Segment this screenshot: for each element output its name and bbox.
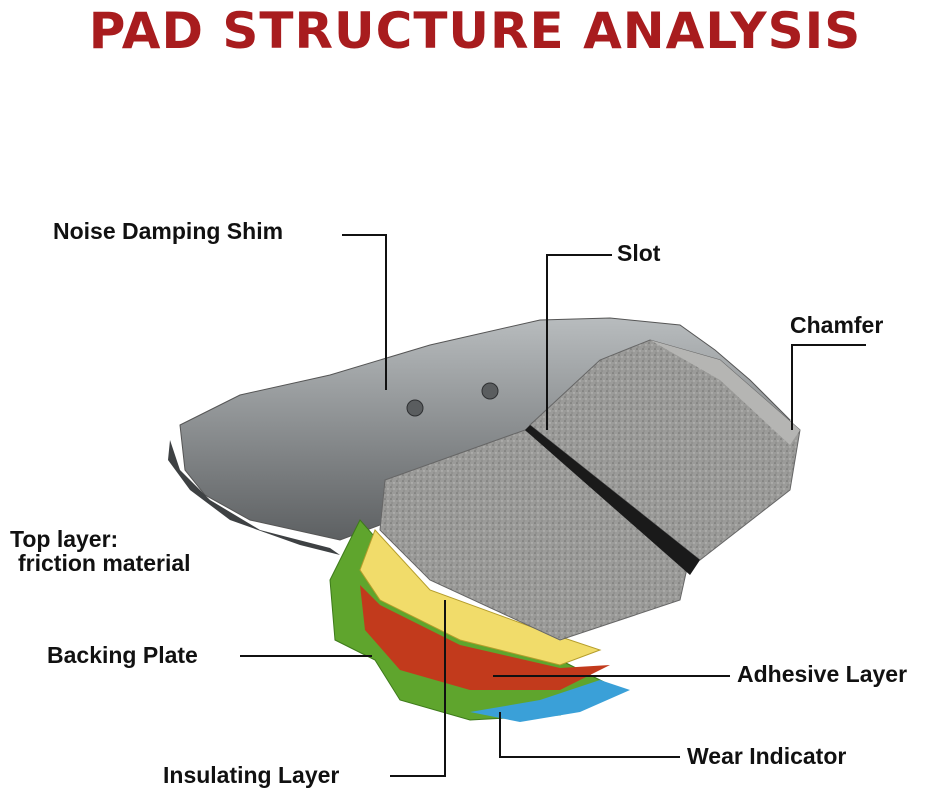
page-title: PAD STRUCTURE ANALYSIS xyxy=(88,2,862,60)
label-adhesive-layer: Adhesive Layer xyxy=(737,661,908,687)
label-backing-plate: Backing Plate xyxy=(47,642,198,668)
label-wear-indicator: Wear Indicator xyxy=(687,743,847,769)
leader-chamfer xyxy=(791,344,866,430)
chamfer xyxy=(650,340,800,445)
wear-indicator-layer xyxy=(470,680,630,722)
shim-rivet xyxy=(481,382,499,400)
leader-noise-damping-shim xyxy=(342,234,387,390)
leader-slot xyxy=(546,254,612,430)
label-slot: Slot xyxy=(617,240,661,266)
label-chamfer: Chamfer xyxy=(790,312,884,338)
label-insulating-layer: Insulating Layer xyxy=(163,762,340,788)
adhesive-layer xyxy=(360,585,610,690)
label-top-layer: Top layer: xyxy=(10,526,119,552)
label-noise-damping-shim: Noise Damping Shim xyxy=(53,218,284,244)
slot xyxy=(525,425,700,575)
label-friction-material: friction material xyxy=(18,550,191,576)
leader-insulating-layer xyxy=(390,600,446,777)
leader-wear-indicator xyxy=(499,712,680,758)
shim-rivet xyxy=(406,399,424,417)
